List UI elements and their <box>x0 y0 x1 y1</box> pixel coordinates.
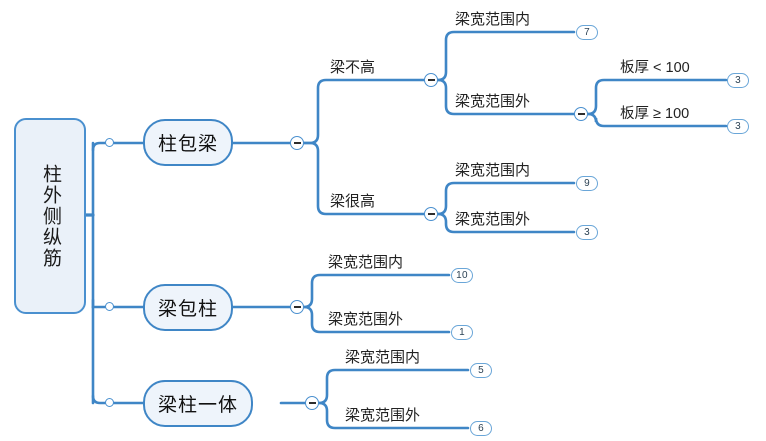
badge-count-3-slab-lt[interactable]: 3 <box>727 73 749 88</box>
minus-icon <box>308 402 316 404</box>
badge-count-5[interactable]: 5 <box>470 363 492 378</box>
label-liangkuan-fanweinei-5[interactable]: 梁宽范围内 <box>345 349 421 366</box>
label-banhou-ge-100[interactable]: 板厚 ≥ 100 <box>620 106 690 122</box>
label-liangkuan-fanweiwai-3[interactable]: 梁宽范围外 <box>455 211 531 228</box>
root-node-label: 柱外侧纵筋 <box>39 163 61 269</box>
minus-icon <box>427 79 435 81</box>
badge-count-7[interactable]: 7 <box>576 25 598 40</box>
branch-node-label: 梁柱一体 <box>157 395 238 416</box>
collapse-toggle-liangkuanfanweiwai[interactable] <box>574 107 588 121</box>
root-node[interactable]: 柱外侧纵筋 <box>14 118 86 314</box>
label-liangkuan-fanweiwai-1[interactable]: 梁宽范围外 <box>328 311 404 328</box>
label-liangkuan-fanweinei-9[interactable]: 梁宽范围内 <box>455 162 531 179</box>
badge-count-3-slab-ge[interactable]: 3 <box>727 119 749 134</box>
junction-dot-branch-2[interactable] <box>105 302 114 311</box>
minus-icon <box>293 306 301 308</box>
collapse-toggle-liangzhuyiti[interactable] <box>305 396 319 410</box>
badge-count-1[interactable]: 1 <box>451 325 473 340</box>
badge-count-6[interactable]: 6 <box>470 421 492 436</box>
branch-node-zhubaoliang[interactable]: 柱包梁 <box>143 119 233 166</box>
label-lianghengao[interactable]: 梁很高 <box>330 193 376 210</box>
label-liangkuan-fanweiwai-slab[interactable]: 梁宽范围外 <box>455 93 531 110</box>
collapse-toggle-zhubaoliang[interactable] <box>290 136 304 150</box>
badge-count-3-tallbeam[interactable]: 3 <box>576 225 598 240</box>
branch-node-liangzhuyiti[interactable]: 梁柱一体 <box>143 380 253 427</box>
label-liangbugao[interactable]: 梁不高 <box>330 59 376 76</box>
badge-count-9[interactable]: 9 <box>576 176 598 191</box>
minus-icon <box>293 142 301 144</box>
branch-node-liangbaozhu[interactable]: 梁包柱 <box>143 284 233 331</box>
label-liangkuan-fanweinei-7[interactable]: 梁宽范围内 <box>455 11 531 28</box>
collapse-toggle-lianghengao[interactable] <box>424 207 438 221</box>
junction-dot-branch-1[interactable] <box>105 138 114 147</box>
branch-node-label: 柱包梁 <box>157 134 218 155</box>
junction-dot-branch-3[interactable] <box>105 398 114 407</box>
badge-count-10[interactable]: 10 <box>451 268 473 283</box>
minus-icon <box>577 113 585 115</box>
collapse-toggle-liangbaozhu[interactable] <box>290 300 304 314</box>
label-liangkuan-fanweinei-10[interactable]: 梁宽范围内 <box>328 254 404 271</box>
collapse-toggle-liangbugao[interactable] <box>424 73 438 87</box>
branch-node-label: 梁包柱 <box>157 299 218 320</box>
label-banhou-lt-100[interactable]: 板厚 < 100 <box>620 60 690 76</box>
minus-icon <box>427 213 435 215</box>
label-liangkuan-fanweiwai-6[interactable]: 梁宽范围外 <box>345 407 421 424</box>
